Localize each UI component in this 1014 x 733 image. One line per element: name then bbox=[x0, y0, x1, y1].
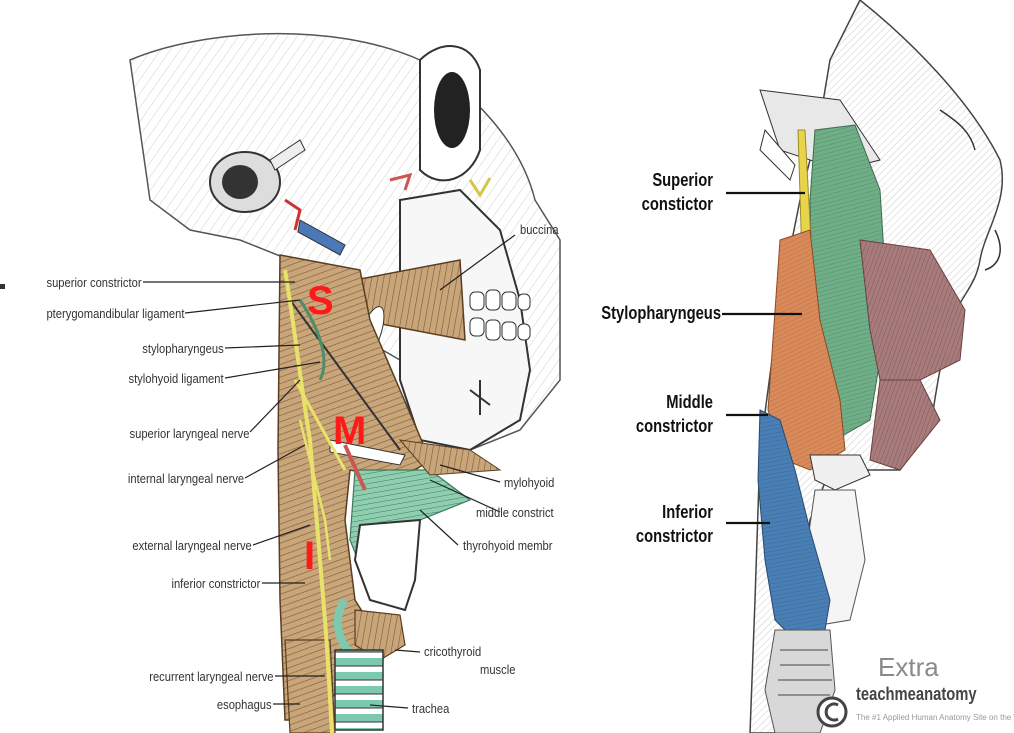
label-internal-laryngeal-nerve: internal laryngeal nerve bbox=[128, 471, 244, 486]
right-illustration bbox=[580, 0, 1014, 733]
extra-label: Extra bbox=[878, 652, 939, 683]
left-anatomy-figure: superior constrictor pterygomandibular l… bbox=[0, 0, 580, 733]
marker-inferior-i: I bbox=[304, 536, 315, 576]
label-inferior-constrictor: inferior constrictor bbox=[171, 576, 260, 591]
right-anatomy-figure: Superior constictor Stylopharyngeus Midd… bbox=[580, 0, 1014, 733]
label-superior-constictor: constictor bbox=[642, 192, 713, 216]
label-buccinator: buccina bbox=[520, 222, 559, 237]
label-stylopharyngeus: stylopharyngeus bbox=[143, 341, 224, 356]
label-cricothyroid-muscle: muscle bbox=[480, 662, 515, 677]
marker-middle-m: M bbox=[333, 411, 366, 451]
trachea-rings bbox=[335, 650, 383, 730]
label-middle-constrictor-right: constrictor bbox=[636, 414, 713, 438]
label-stylopharyngeus-right: Stylopharyngeus bbox=[601, 301, 721, 325]
copyright-logo bbox=[818, 698, 846, 726]
label-stylohyoid-ligament: stylohyoid ligament bbox=[129, 371, 224, 386]
label-pterygomandibular-ligament: pterygomandibular ligament bbox=[46, 306, 184, 321]
label-recurrent-laryngeal-nerve: recurrent laryngeal nerve bbox=[150, 669, 274, 684]
label-esophagus: esophagus bbox=[217, 697, 272, 712]
label-external-laryngeal-nerve: external laryngeal nerve bbox=[133, 538, 252, 553]
marker-superior-s: S bbox=[307, 281, 334, 321]
label-thyrohyoid-membrane: thyrohyoid membr bbox=[463, 538, 552, 553]
label-superior-constrictor: superior constrictor bbox=[47, 275, 142, 290]
brand-name: teachmeanatomy bbox=[856, 684, 977, 705]
label-superior: Superior bbox=[652, 168, 713, 192]
label-middle-constrictor: middle constrict bbox=[476, 505, 554, 520]
left-illustration bbox=[0, 0, 580, 733]
label-mylohyoid: mylohyoid bbox=[504, 475, 554, 490]
label-cricothyroid: cricothyroid bbox=[424, 644, 481, 659]
label-superior-laryngeal-nerve: superior laryngeal nerve bbox=[129, 426, 249, 441]
label-inferior-constrictor-right: constrictor bbox=[636, 524, 713, 548]
brand-tagline: The #1 Applied Human Anatomy Site on the… bbox=[856, 713, 1014, 722]
label-trachea: trachea bbox=[412, 701, 449, 716]
label-inferior: Inferior bbox=[662, 500, 713, 524]
label-middle: Middle bbox=[666, 390, 713, 414]
